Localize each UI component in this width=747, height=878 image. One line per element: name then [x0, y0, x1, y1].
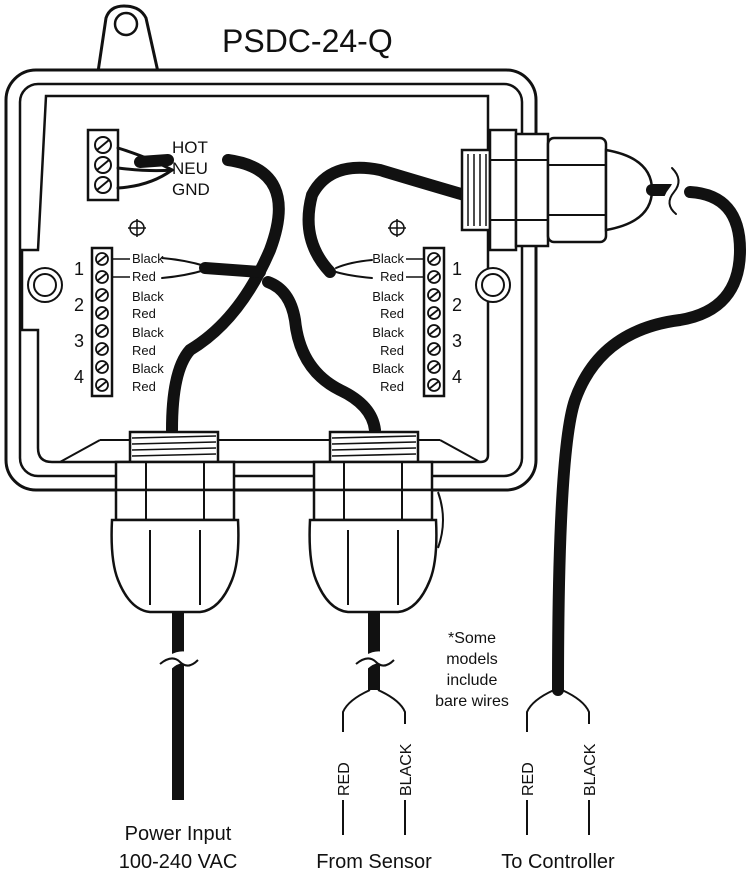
sensor-lead-wires: [342, 689, 406, 835]
power-terminal-block: [86, 128, 120, 202]
left-terminal-strip: [90, 246, 130, 398]
right-channel-3: 3: [452, 331, 462, 351]
power-cable-gland: [110, 430, 240, 614]
mounting-tab: [96, 4, 160, 73]
right-crosshair-screw: [388, 219, 406, 237]
left-wire-label: Black: [132, 325, 164, 340]
side-cable-gland: [460, 128, 654, 252]
sensor-cable-gland: [308, 430, 444, 614]
power-cable-exterior: [159, 612, 199, 800]
right-wire-label: Black: [372, 325, 404, 340]
note-line: *Some: [448, 630, 496, 647]
left-wire-label: Red: [132, 306, 156, 321]
to-controller-caption: To Controller: [501, 851, 615, 873]
right-terminal-strip: [406, 246, 446, 398]
left-channel-3: 3: [74, 331, 84, 351]
right-wire-label: Black: [372, 361, 404, 376]
sensor-cable: [161, 257, 381, 436]
power-voltage-caption: 100-240 VAC: [119, 851, 238, 873]
left-crosshair-screw: [128, 219, 146, 237]
sensor-black-lead-label: BLACK: [398, 743, 415, 796]
left-wire-label: Red: [132, 269, 156, 284]
left-wire-label: Red: [132, 343, 156, 358]
sensor-cable-exterior: [355, 612, 395, 690]
note-line: bare wires: [435, 693, 509, 710]
left-wire-label: Black: [132, 361, 164, 376]
hot-label: HOT: [172, 138, 208, 157]
power-input-caption: Power Input: [125, 823, 232, 845]
sensor-red-lead-label: RED: [336, 762, 353, 796]
left-mounting-hole: [27, 267, 63, 303]
right-channel-2: 2: [452, 295, 462, 315]
controller-cable-exterior: [552, 162, 747, 696]
note-line: include: [447, 672, 498, 689]
right-wire-label: Red: [380, 306, 404, 321]
left-wire-label: Black: [132, 251, 164, 266]
gnd-label: GND: [172, 180, 210, 199]
right-wire-label: Black: [372, 289, 404, 304]
from-sensor-caption: From Sensor: [316, 851, 432, 873]
note-line: models: [446, 651, 498, 668]
left-wire-label: Black: [132, 289, 164, 304]
left-wire-label: Red: [132, 379, 156, 394]
left-channel-4: 4: [74, 367, 84, 387]
left-channel-2: 2: [74, 295, 84, 315]
power-cable: [116, 146, 285, 436]
right-wire-label: Red: [380, 379, 404, 394]
right-mounting-hole: [475, 267, 511, 303]
left-channel-1: 1: [74, 259, 84, 279]
controller-lead-wires: [526, 689, 590, 835]
controller-cable: [302, 161, 474, 279]
controller-red-lead-label: RED: [520, 762, 537, 796]
right-channel-1: 1: [452, 259, 462, 279]
right-wire-label: Red: [380, 269, 404, 284]
controller-black-lead-label: BLACK: [582, 743, 599, 796]
right-channel-4: 4: [452, 367, 462, 387]
product-title: PSDC-24-Q: [222, 23, 393, 59]
right-wire-label: Black: [372, 251, 404, 266]
bare-wires-note: *Some models include bare wires: [435, 630, 509, 710]
right-wire-label: Red: [380, 343, 404, 358]
neu-label: NEU: [172, 159, 208, 178]
